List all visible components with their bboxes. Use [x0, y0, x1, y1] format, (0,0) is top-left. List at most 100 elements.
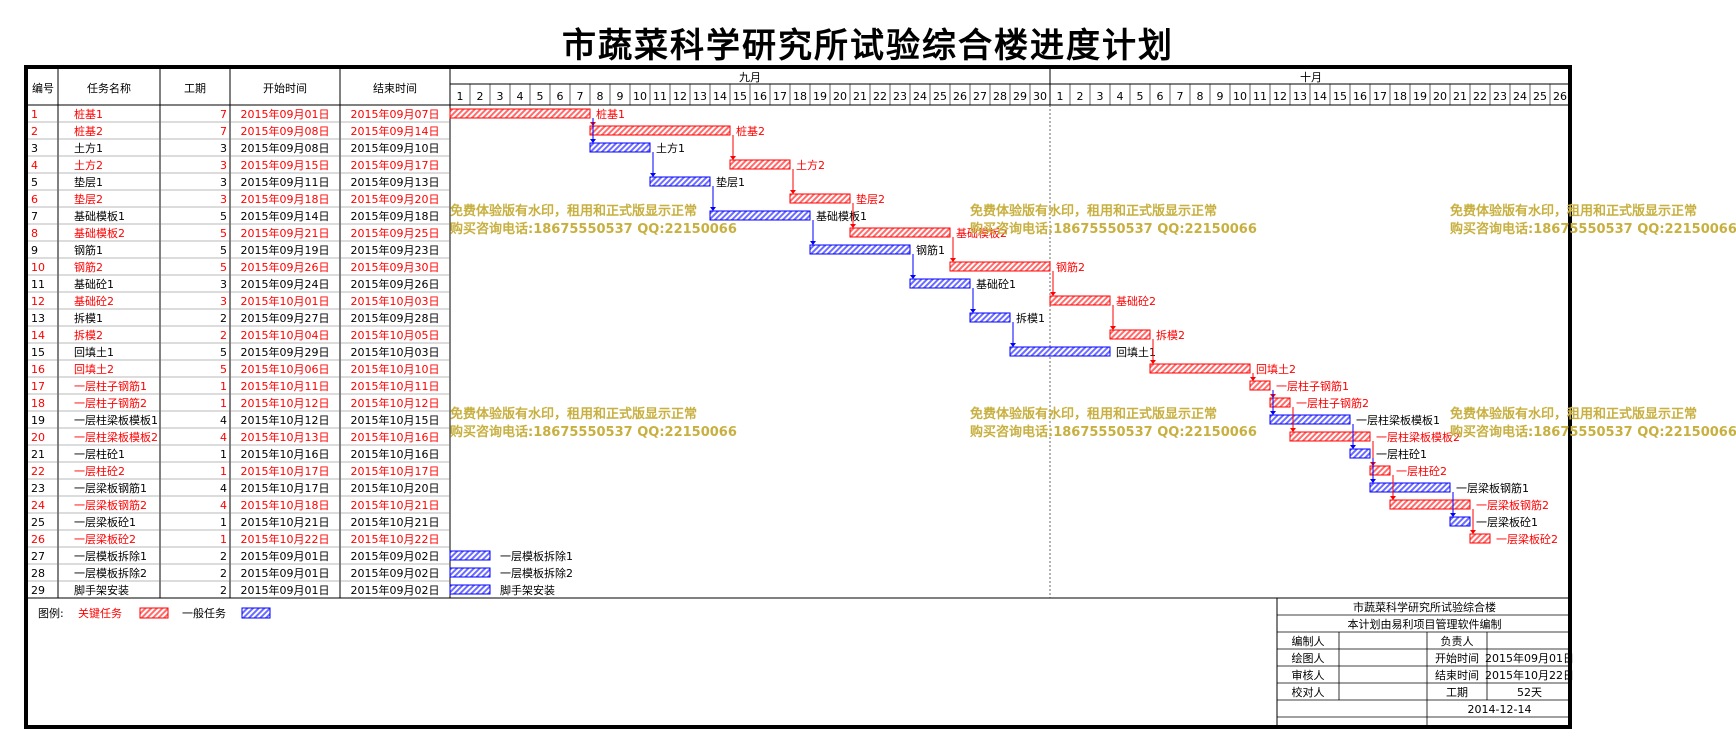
task-start: 2015年09月01日 — [241, 549, 330, 563]
task-end: 2015年09月17日 — [351, 158, 440, 172]
gantt-bar-label: 拆模2 — [1156, 328, 1185, 342]
info-checker-label: 校对人 — [1292, 685, 1325, 699]
info-owner-label: 负责人 — [1441, 634, 1474, 648]
task-duration: 4 — [220, 431, 227, 444]
task-name: 一层模板拆除2 — [74, 566, 147, 580]
page-title: 市蔬菜科学研究所试验综合楼进度计划 — [562, 26, 1174, 66]
task-id: 29 — [31, 584, 45, 597]
gantt-bar-label: 基础模板2 — [956, 226, 1007, 240]
task-start: 2015年09月08日 — [241, 141, 330, 155]
day-tick-label: 12 — [1273, 90, 1287, 103]
gantt-bar — [969, 312, 1011, 323]
task-end: 2015年09月26日 — [351, 277, 440, 291]
gantt-bar — [1269, 397, 1291, 408]
dependency-arrowhead — [1010, 343, 1016, 347]
task-end: 2015年09月14日 — [351, 124, 440, 138]
task-id: 18 — [31, 397, 45, 410]
info-start-label: 开始时间 — [1435, 651, 1479, 665]
task-start: 2015年09月08日 — [241, 124, 330, 138]
gantt-bar-label: 回填土1 — [1116, 345, 1156, 359]
watermark-line2: 购买咨询电话:18675550537 QQ:22150066 — [450, 424, 737, 440]
task-start: 2015年10月12日 — [241, 396, 330, 410]
task-id: 10 — [31, 261, 45, 274]
task-id: 11 — [31, 278, 45, 291]
day-tick-label: 23 — [1493, 90, 1507, 103]
task-start: 2015年10月21日 — [241, 515, 330, 529]
task-start: 2015年10月17日 — [241, 464, 330, 478]
task-duration: 2 — [220, 550, 227, 563]
gantt-bar — [1049, 295, 1111, 306]
task-start: 2015年10月04日 — [241, 328, 330, 342]
gantt-bar-label: 钢筋1 — [916, 243, 945, 257]
info-project: 市蔬菜科学研究所试验综合楼 — [1353, 600, 1496, 614]
day-tick-label: 19 — [1413, 90, 1427, 103]
day-tick-label: 4 — [1117, 90, 1124, 103]
task-duration: 5 — [220, 210, 227, 223]
day-tick-label: 8 — [1197, 90, 1204, 103]
task-duration: 3 — [220, 159, 227, 172]
day-tick-label: 4 — [517, 90, 524, 103]
watermark-line2: 购买咨询电话:18675550537 QQ:22150066 — [970, 221, 1257, 237]
watermark-line1: 免费体验版有水印，租用和正式版显示正常 — [970, 406, 1217, 422]
gantt-bar-label: 回填土2 — [1256, 362, 1296, 376]
gantt-bar-label: 垫层1 — [716, 175, 745, 189]
task-name: 桩基1 — [74, 107, 103, 121]
gantt-bar — [589, 142, 651, 153]
gantt-bar — [1469, 533, 1491, 544]
gantt-bar — [1449, 516, 1471, 527]
task-end: 2015年09月02日 — [351, 549, 440, 563]
gantt-bar — [589, 125, 731, 136]
gantt-bar-label: 一层梁板钢筋2 — [1476, 498, 1549, 512]
day-tick-label: 23 — [893, 90, 907, 103]
task-name: 垫层1 — [74, 175, 103, 189]
day-tick-label: 25 — [933, 90, 947, 103]
day-tick-label: 27 — [973, 90, 987, 103]
day-tick-label: 24 — [913, 90, 927, 103]
day-tick-label: 2 — [477, 90, 484, 103]
legend-normal-swatch — [241, 607, 271, 619]
task-name: 一层模板拆除1 — [74, 549, 147, 563]
task-duration: 5 — [220, 261, 227, 274]
day-tick-label: 22 — [873, 90, 887, 103]
day-tick-label: 7 — [1177, 90, 1184, 103]
task-duration: 3 — [220, 295, 227, 308]
task-duration: 5 — [220, 363, 227, 376]
task-id: 24 — [31, 499, 45, 512]
day-tick-label: 18 — [793, 90, 807, 103]
task-id: 19 — [31, 414, 45, 427]
gantt-bar-label: 一层梁板钢筋1 — [1456, 481, 1529, 495]
task-name: 一层梁板砼2 — [74, 532, 136, 546]
gantt-bar-label: 一层柱梁板模板2 — [1376, 430, 1460, 444]
day-tick-label: 1 — [1057, 90, 1064, 103]
task-name: 钢筋1 — [74, 243, 103, 257]
info-drawer-label: 绘图人 — [1292, 651, 1325, 665]
day-tick-label: 15 — [1333, 90, 1347, 103]
legend-normal-label: 一般任务 — [182, 607, 226, 620]
day-tick-label: 8 — [597, 90, 604, 103]
day-tick-label: 16 — [1353, 90, 1367, 103]
task-id: 3 — [31, 142, 38, 155]
dependency-arrowhead — [790, 190, 796, 194]
chart-frame — [24, 65, 1572, 729]
task-start: 2015年09月27日 — [241, 311, 330, 325]
day-tick-label: 17 — [773, 90, 787, 103]
dependency-arrowhead — [1450, 513, 1456, 517]
info-end-value: 2015年10月22日 — [1485, 668, 1574, 682]
gantt-bar — [909, 278, 971, 289]
gantt-bar-label: 脚手架安装 — [500, 583, 555, 597]
task-duration: 2 — [220, 584, 227, 597]
day-tick-label: 20 — [833, 90, 847, 103]
task-id: 27 — [31, 550, 45, 563]
gantt-bar-label: 垫层2 — [856, 192, 885, 206]
task-duration: 5 — [220, 346, 227, 359]
day-tick-label: 30 — [1033, 90, 1047, 103]
day-tick-label: 17 — [1373, 90, 1387, 103]
day-tick-label: 26 — [1553, 90, 1567, 103]
dependency-arrowhead — [910, 275, 916, 279]
day-tick-label: 6 — [557, 90, 564, 103]
task-end: 2015年09月20日 — [351, 192, 440, 206]
task-duration: 1 — [220, 397, 227, 410]
task-duration: 1 — [220, 465, 227, 478]
gantt-bar — [1009, 346, 1111, 357]
